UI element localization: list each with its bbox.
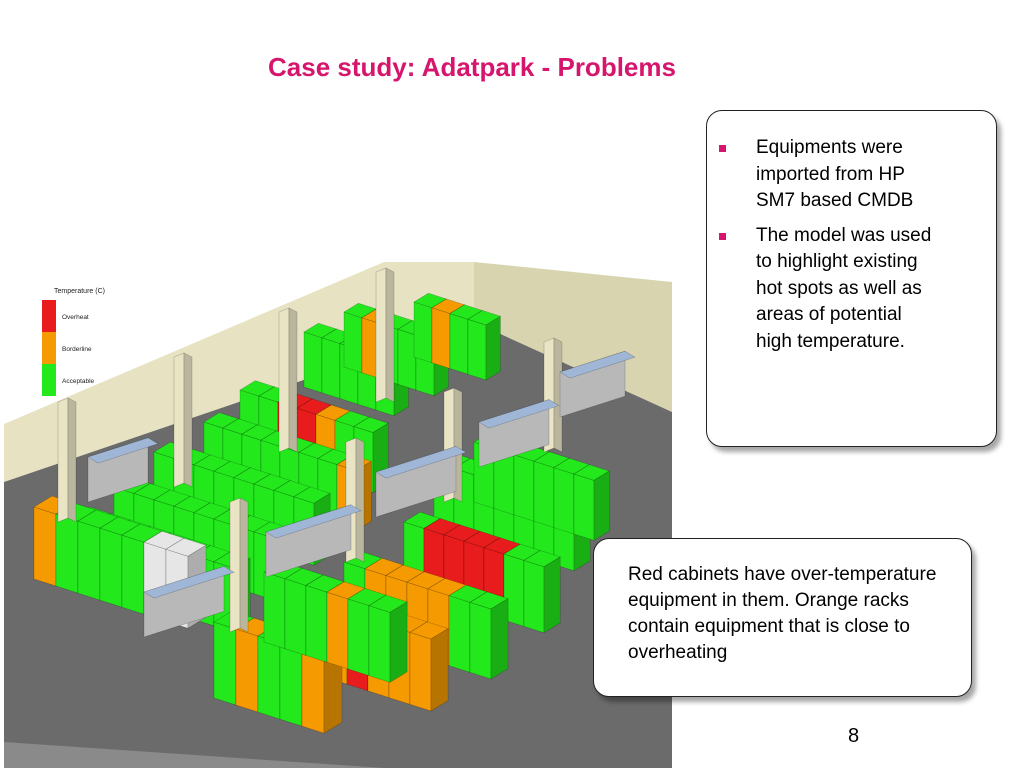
rack-side-face (389, 601, 408, 683)
rack-front-face (343, 311, 363, 374)
rack-front-face (553, 467, 575, 535)
legend-swatch-acceptable (42, 364, 56, 396)
pillar-side (183, 352, 193, 488)
rack-front-face (99, 527, 123, 608)
rack-front-face (467, 318, 487, 381)
pillar (57, 397, 69, 523)
rack-front-face (213, 621, 237, 706)
pillar-side (288, 307, 298, 453)
rack-front-face (513, 454, 535, 522)
rack-front-face (301, 649, 325, 734)
rack-front-face (321, 337, 341, 399)
rack-front-face (121, 534, 145, 615)
rack-front-face (55, 513, 79, 594)
pillar (278, 307, 290, 453)
bullet-text: Equipments were imported from HP SM7 bas… (756, 137, 914, 211)
pillar (173, 352, 185, 488)
rack-front-face (523, 559, 545, 634)
cooling-unit-top (265, 504, 362, 539)
legend-label-acceptable: Acceptable (62, 378, 95, 385)
rack-front-face (257, 635, 281, 720)
rack-side-face (485, 315, 501, 381)
page-number: 8 (848, 725, 860, 747)
legend-title: Temperature (C) (54, 288, 105, 295)
cooling-unit-top (375, 446, 467, 479)
callout-text: Red cabinets have over-temperature equip… (628, 564, 937, 663)
rack-front-face (284, 578, 307, 656)
rack-front-face (33, 506, 57, 587)
bullet-item: The model was used to highlight existing… (719, 223, 982, 356)
bullet-item: Equipments were imported from HP SM7 bas… (719, 135, 982, 215)
datacenter-3d-render: Temperature (C) Overheat Borderline Acce… (4, 262, 672, 768)
bullet-list: Equipments were imported from HP SM7 bas… (719, 135, 982, 355)
legend-label-overheat: Overheat (62, 314, 89, 321)
callout-equipment-notes: Equipments were imported from HP SM7 bas… (706, 110, 997, 447)
rack-front-face (469, 601, 492, 680)
rack-front-face (413, 301, 433, 364)
square-bullet-icon (719, 145, 726, 152)
rack-front-face (449, 313, 469, 375)
rack-front-face (305, 585, 328, 663)
square-bullet-icon (719, 232, 726, 240)
rack-front-face (263, 571, 286, 650)
rack-front-face (303, 331, 323, 394)
pillar-side (355, 437, 365, 563)
cooling-unit (143, 565, 225, 638)
cooling-unit-top (143, 566, 235, 599)
slide-title: Case study: Adatpark - Problems (268, 52, 676, 82)
floor-edge (4, 742, 384, 768)
cooling-unit-top (478, 399, 560, 429)
rack-front-face (573, 473, 595, 541)
rack-front-face (409, 631, 432, 712)
pillar (375, 267, 387, 403)
rack-front-face (347, 598, 370, 677)
temperature-legend: Temperature (C) Overheat Borderline Acce… (42, 288, 105, 396)
rack-front-face (77, 520, 101, 601)
cooling-unit-top (87, 437, 159, 464)
rack-group (33, 267, 636, 734)
rack-front-face (279, 642, 303, 727)
rack-front-face (397, 328, 417, 391)
legend-swatch-overheat (42, 300, 56, 332)
rack-side-face (543, 556, 561, 634)
bullet-text: The model was used to highlight existing… (756, 224, 932, 352)
rack-front-face (326, 591, 349, 670)
rack-front-face (431, 307, 451, 369)
pillar (229, 497, 241, 633)
rack-front-face (533, 460, 555, 529)
datacenter-svg: Temperature (C) Overheat Borderline Acce… (4, 262, 672, 768)
rack-front-face (235, 628, 259, 713)
rack-front-face (368, 605, 391, 683)
cooling-unit-top (559, 350, 636, 379)
cooling-unit (265, 504, 352, 578)
legend-swatch-borderline (42, 332, 56, 364)
pillar-side (239, 497, 249, 633)
pillar-side (385, 267, 395, 403)
rack-side-face (490, 598, 509, 680)
pillar-side (67, 397, 77, 523)
rack-side-face (430, 628, 449, 712)
pillar-side (553, 337, 563, 453)
rack-side-face (593, 470, 610, 541)
rack-front-face (448, 595, 471, 673)
callout-color-explanation: Red cabinets have over-temperature equip… (593, 538, 972, 697)
legend-label-borderline: Borderline (62, 346, 92, 353)
